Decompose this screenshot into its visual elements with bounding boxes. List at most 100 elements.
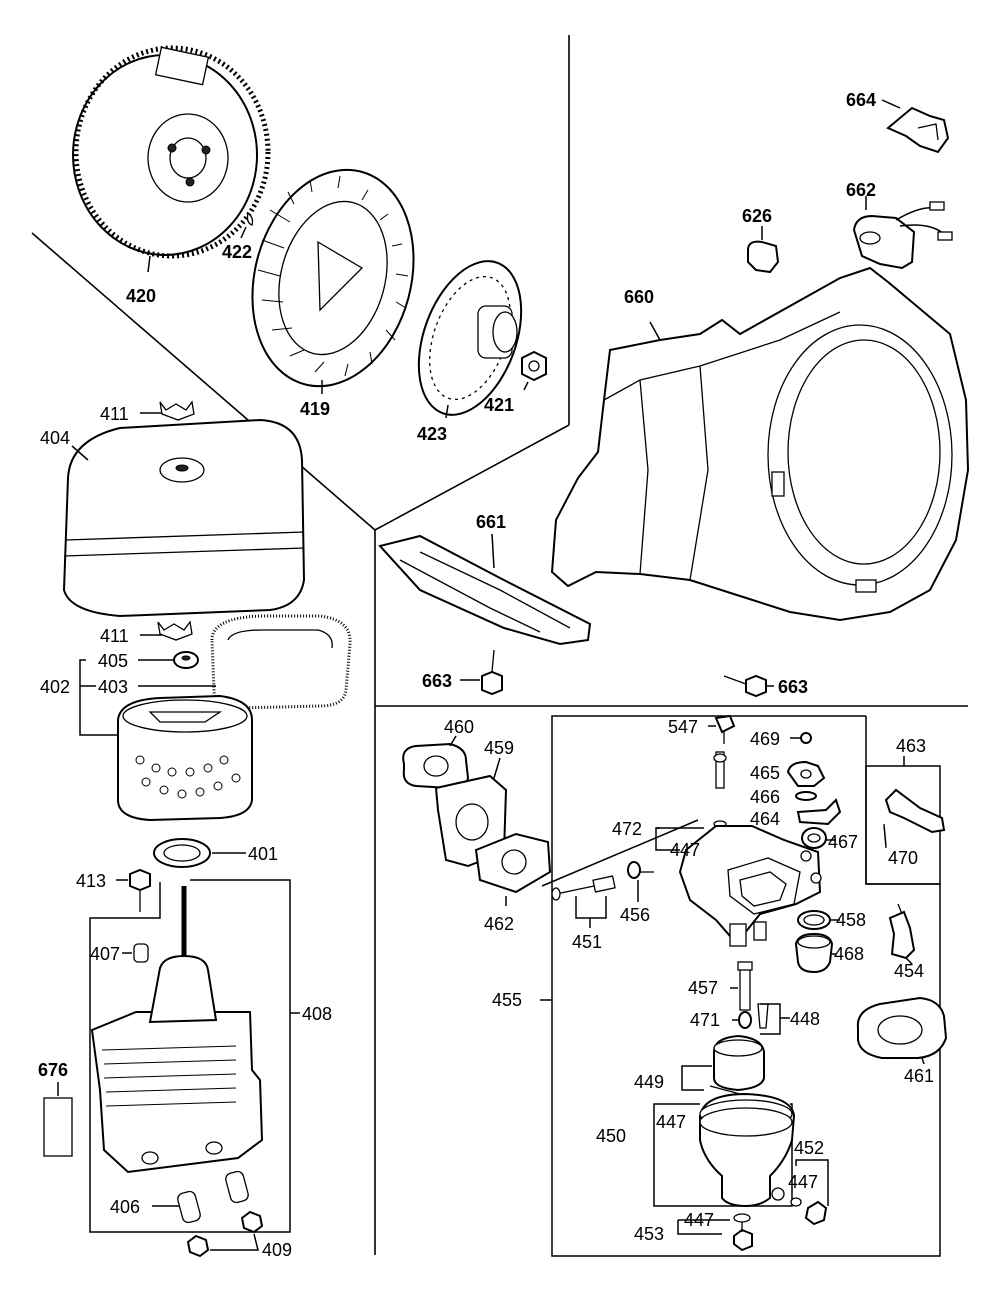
label-456: 456 [620, 905, 650, 925]
label-453: 453 [634, 1224, 664, 1244]
label-402: 402 [40, 677, 70, 697]
washer-466 [795, 791, 817, 801]
label-472: 472 [612, 819, 642, 839]
spring-467 [801, 827, 836, 849]
label-452: 452 [794, 1138, 824, 1158]
label-447-a: 447 [670, 840, 700, 860]
label-465: 465 [750, 763, 780, 783]
label-471: 471 [690, 1010, 720, 1030]
label-407: 407 [90, 944, 120, 964]
fuel-valve-454 [888, 903, 916, 965]
label-663-left: 663 [422, 671, 452, 691]
label-661: 661 [476, 512, 506, 532]
label-464: 464 [750, 809, 780, 829]
float-449 [681, 1034, 765, 1095]
flywheel-key [240, 211, 254, 239]
label-462: 462 [484, 914, 514, 934]
part-labels: 420 422 419 423 421 411 404 411 405 402 … [38, 90, 934, 1260]
gasket-458 [797, 910, 840, 930]
pin-470 [883, 825, 887, 849]
air-cleaner-gasket [153, 838, 246, 868]
foam-element [138, 614, 352, 710]
wing-nut-top [140, 400, 195, 421]
flywheel [72, 45, 271, 273]
flywheel-nut [521, 350, 547, 391]
label-467: 467 [828, 832, 858, 852]
label-421: 421 [484, 395, 514, 415]
label-419: 419 [300, 399, 330, 419]
label-447-c: 447 [788, 1172, 818, 1192]
label-403: 403 [98, 677, 128, 697]
label-468: 468 [834, 944, 864, 964]
label-460: 460 [444, 717, 474, 737]
fan-shroud [550, 266, 970, 622]
label-408: 408 [302, 1004, 332, 1024]
label-448: 448 [790, 1009, 820, 1029]
label-663-right: 663 [778, 677, 808, 697]
air-filter-bracket [79, 659, 126, 736]
insulator-gasket [402, 735, 470, 790]
label-459: 459 [484, 738, 514, 758]
label-470: 470 [888, 848, 918, 868]
label-451: 451 [572, 932, 602, 952]
wing-nut-middle [140, 620, 193, 641]
throttle-screw [551, 875, 616, 928]
nuts-409 [186, 1210, 264, 1258]
section-dividers [31, 35, 968, 1255]
label-662: 662 [846, 180, 876, 200]
label-409: 409 [262, 1240, 292, 1260]
label-547: 547 [668, 717, 698, 737]
label-461: 461 [904, 1066, 934, 1086]
bolt-663-right [723, 674, 774, 698]
label-458: 458 [836, 910, 866, 930]
main-jet-group [730, 961, 790, 1035]
hose-clip [747, 226, 780, 274]
label-626: 626 [742, 206, 772, 226]
label-457: 457 [688, 978, 718, 998]
label-466: 466 [750, 787, 780, 807]
collars-406 [152, 1170, 249, 1224]
label-449: 449 [634, 1072, 664, 1092]
starter-pulley [417, 260, 523, 419]
gasket-461 [856, 996, 948, 1065]
carburetor-insulator [434, 757, 508, 868]
air-cleaner-cover [62, 418, 306, 618]
guide-plate [378, 533, 592, 646]
label-413: 413 [76, 871, 106, 891]
label-423: 423 [417, 424, 447, 444]
label-447-d: 447 [684, 1210, 714, 1230]
label-454: 454 [894, 961, 924, 981]
intake-cap [794, 932, 836, 974]
label-406: 406 [110, 1197, 140, 1217]
label-660: 660 [624, 287, 654, 307]
throttle-stop-plate [786, 760, 826, 787]
label-405: 405 [98, 651, 128, 671]
label-447-b: 447 [656, 1112, 686, 1132]
screw-456 [627, 861, 654, 902]
label-422: 422 [222, 242, 252, 262]
grommet [138, 651, 199, 669]
lever-464 [796, 798, 842, 826]
label-664: 664 [846, 90, 876, 110]
choke-lever-bracket [865, 756, 946, 885]
bowl-bolt-453 [677, 1213, 753, 1252]
carburetor-gasket [474, 832, 552, 906]
vent-cap [708, 714, 736, 744]
bolt-413 [116, 868, 151, 912]
bolt-663-left [460, 649, 503, 696]
label-463: 463 [896, 736, 926, 756]
air-cleaner-base-bracket [89, 879, 300, 1233]
label-sticker [43, 1082, 73, 1157]
paper-filter [117, 694, 253, 822]
label-676: 676 [38, 1060, 68, 1080]
air-cleaner-base [90, 886, 264, 1174]
carburetor-body [541, 819, 822, 947]
label-401: 401 [248, 844, 278, 864]
float-chamber-group [653, 1092, 796, 1208]
wire-clamp [881, 99, 950, 154]
label-469: 469 [750, 729, 780, 749]
ignition-switch [852, 196, 953, 270]
label-455: 455 [492, 990, 522, 1010]
screw-469 [790, 732, 812, 744]
